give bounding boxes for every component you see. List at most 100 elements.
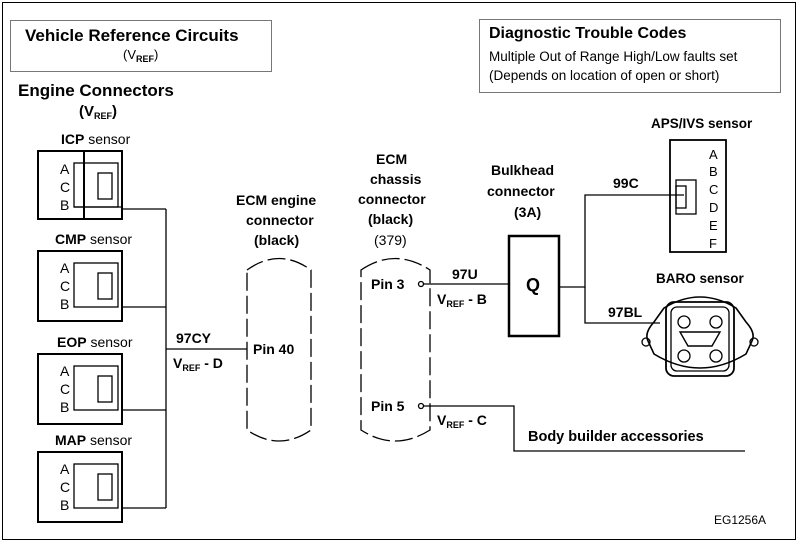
ecm-chassis-pin3: Pin 3 — [371, 276, 405, 292]
c-vref-end: - C — [464, 412, 487, 428]
map-pin-b: B — [60, 497, 70, 513]
baro-label: BARO sensor — [656, 271, 744, 286]
icp-wire — [74, 206, 166, 210]
map-sensor-body — [37, 451, 123, 523]
wire-vref-c — [424, 405, 745, 452]
aps-ivs-plug-inner — [675, 185, 687, 209]
aps-pin-a: A — [709, 147, 718, 162]
eop-connector-shape — [73, 365, 119, 411]
u-vref-sub: REF — [446, 299, 465, 309]
dtc-line2: (Depends on location of open or short) — [489, 68, 720, 83]
cmp-pin-a: A — [60, 260, 70, 276]
pin3-terminal — [417, 280, 425, 288]
c-vref-main: V — [437, 412, 447, 428]
circuit-97u-label: 97U — [452, 266, 478, 282]
ecm-chassis-label-4: (black) — [368, 211, 414, 227]
cmp-suffix: sensor — [90, 231, 133, 247]
ecm-chassis-pin5: Pin 5 — [371, 398, 405, 414]
icp-connector-shape — [73, 162, 119, 208]
wire-97bl — [584, 287, 660, 324]
ecm-chassis-label-3: connector — [358, 191, 426, 207]
eop-name: EOP — [57, 334, 87, 350]
eop-pin-b: B — [60, 399, 70, 415]
circuit-97bl-label: 97BL — [608, 304, 643, 320]
cy-vref-sub: REF — [182, 363, 201, 373]
circuit-97cy-label: 97CY — [176, 330, 212, 346]
bulkhead-q-letter: Q — [526, 275, 541, 295]
cmp-name: CMP — [55, 231, 87, 247]
aps-pin-d: D — [709, 200, 719, 215]
icp-pin-a: A — [60, 161, 70, 177]
ec-vref-sub: REF — [94, 111, 112, 121]
wire-99c — [559, 194, 684, 288]
engine-connectors-title: Engine Connectors — [18, 81, 174, 100]
map-pin-c: C — [60, 479, 71, 495]
cy-vref-main: V — [173, 355, 183, 371]
ecm-engine-pin40: Pin 40 — [253, 341, 295, 357]
ecm-engine-connector — [246, 257, 312, 442]
bulkhead-label-3: (3A) — [514, 204, 542, 220]
subtitle-main: (V — [123, 47, 136, 62]
ecm-engine-label-2: connector — [246, 212, 314, 228]
dtc-box — [479, 19, 781, 93]
circuit-99c-label: 99C — [613, 175, 639, 191]
aps-pin-b: B — [709, 164, 718, 179]
ecm-engine-label-3: (black) — [254, 232, 300, 248]
eop-sensor-label: EOP sensor — [57, 335, 133, 349]
eop-sensor-body — [37, 353, 123, 425]
cmp-pin-b: B — [60, 296, 70, 312]
icp-name: ICP — [61, 131, 85, 147]
u-vref-main: V — [437, 291, 447, 307]
cmp-pin-c: C — [60, 278, 71, 294]
bulkhead-label-1: Bulkhead — [491, 162, 555, 178]
ecm-chassis-label-2: chassis — [370, 171, 422, 187]
ecm-engine-label-1: ECM engine — [236, 192, 317, 208]
eop-pin-c: C — [60, 381, 71, 397]
baro-sensor — [641, 296, 759, 377]
u-vref-end: - B — [464, 291, 487, 307]
cmp-sensor-body — [37, 250, 123, 322]
cmp-connector-shape — [73, 262, 119, 308]
icp-pin-b: B — [60, 197, 70, 213]
aps-pin-e: E — [709, 218, 718, 233]
bulkhead-connector — [507, 234, 561, 338]
pin5-terminal — [417, 402, 425, 410]
c-vref-sub: REF — [446, 420, 465, 430]
icp-sensor-outer — [37, 150, 123, 220]
ec-vref-main: (V — [79, 103, 94, 120]
dtc-line1: Multiple Out of Range High/Low faults se… — [489, 49, 738, 64]
ecm-chassis-connector — [360, 257, 431, 442]
circuit-c-vref: VREF - C — [437, 413, 487, 430]
icp-pin-c: C — [60, 179, 71, 195]
map-pin-a: A — [60, 461, 70, 477]
ec-vref-end: ) — [112, 103, 117, 120]
map-suffix: sensor — [90, 432, 133, 448]
body-builder-label: Body builder accessories — [528, 429, 704, 445]
diagram-subtitle: (VREF) — [123, 48, 158, 64]
circuit-97u-vref: VREF - B — [437, 292, 487, 309]
map-sensor-label: MAP sensor — [55, 433, 132, 447]
ecm-chassis-label-5: (379) — [374, 232, 407, 248]
subtitle-end: ) — [154, 47, 159, 62]
dtc-title: Diagnostic Trouble Codes — [489, 25, 687, 42]
cmp-sensor-label: CMP sensor — [55, 232, 132, 246]
aps-pin-c: C — [709, 182, 719, 197]
aps-pin-f: F — [709, 236, 717, 251]
map-name: MAP — [55, 432, 87, 448]
figure-id: EG1256A — [714, 513, 767, 527]
diagram-title: Vehicle Reference Circuits — [25, 26, 239, 45]
aps-ivs-sensor — [669, 139, 727, 253]
circuit-97cy-vref: VREF - D — [173, 356, 223, 373]
aps-ivs-label: APS/IVS sensor — [651, 116, 753, 131]
cy-vref-end: - D — [200, 355, 223, 371]
ecm-chassis-label-1: ECM — [376, 151, 408, 167]
eop-pin-a: A — [60, 363, 70, 379]
subtitle-sub: REF — [136, 54, 154, 64]
engine-connectors-vref: (VREF) — [79, 104, 117, 121]
icp-suffix: sensor — [88, 131, 131, 147]
icp-sensor-label: ICP sensor — [61, 132, 130, 146]
map-connector-shape — [73, 463, 119, 509]
eop-suffix: sensor — [90, 334, 133, 350]
title-box — [10, 20, 272, 72]
